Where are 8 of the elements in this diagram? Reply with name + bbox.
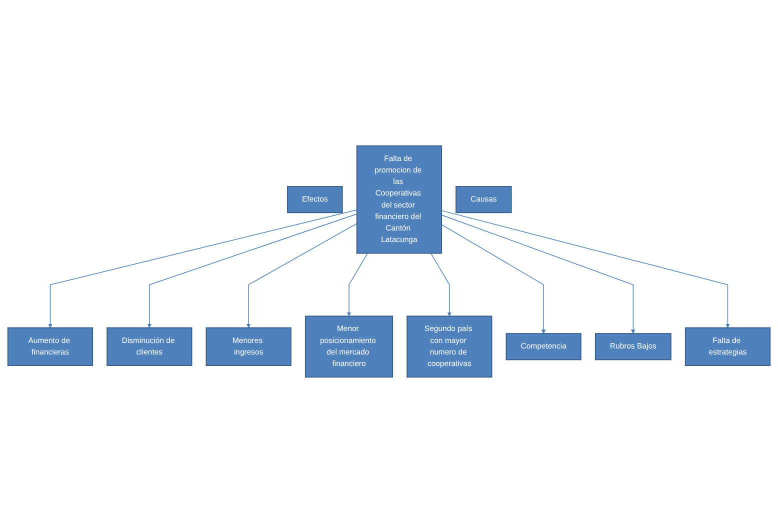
- arrow: [48, 209, 358, 328]
- arrow: [147, 213, 358, 328]
- arrow: [246, 222, 358, 328]
- arrow: [441, 214, 636, 334]
- arrow: [441, 224, 546, 334]
- arrow: [430, 252, 452, 316]
- arrow: [346, 252, 368, 316]
- arrow: [441, 210, 730, 328]
